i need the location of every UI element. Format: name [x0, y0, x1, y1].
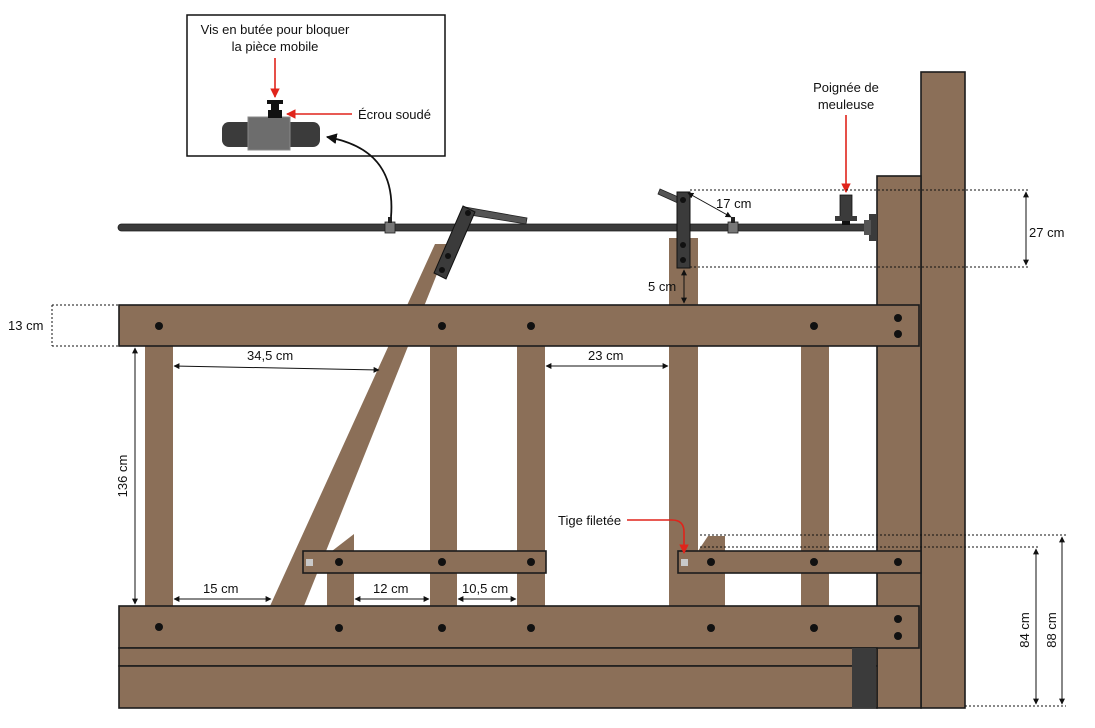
dim-34-5-label: 34,5 cm — [247, 348, 293, 363]
base-plate — [852, 648, 876, 708]
dim-10-5-label: 10,5 cm — [462, 581, 508, 596]
bolt — [155, 623, 163, 631]
inset-pointer-arrow — [325, 133, 393, 218]
right-link-plate — [676, 191, 691, 269]
inset-screw — [271, 103, 279, 111]
link-pin — [445, 253, 451, 259]
dim-34-5-line — [173, 363, 380, 373]
slide-rod — [117, 223, 874, 232]
top-beam — [118, 304, 920, 347]
block-left-top — [332, 534, 354, 551]
bolt — [707, 558, 715, 566]
bolt — [335, 558, 343, 566]
threaded-rod-arrow — [627, 519, 689, 554]
leg-1 — [145, 346, 173, 606]
block-left — [327, 573, 354, 606]
bench-frame — [118, 71, 966, 709]
link-pin — [680, 242, 686, 248]
grinder-handle — [839, 194, 853, 218]
inset-caption-line1: Vis en butée pour bloquer — [201, 22, 350, 37]
bolt — [527, 624, 535, 632]
base-beam-2 — [118, 665, 878, 709]
bolt — [527, 558, 535, 566]
inset-caption-line2: la pièce mobile — [232, 39, 319, 54]
dim-17-line — [687, 192, 732, 218]
dimension-lines — [51, 189, 1066, 707]
rod-end-right — [681, 559, 688, 566]
bolt — [527, 322, 535, 330]
left-link-plate — [433, 205, 476, 280]
dim-12-label: 12 cm — [373, 581, 408, 596]
rod-end-cap — [864, 220, 871, 235]
grinder-handle-label-line1: Poignée de — [813, 80, 879, 95]
dim-27-label: 27 cm — [1029, 225, 1064, 240]
grinder-handle-base — [835, 216, 857, 221]
block-right-top — [698, 536, 725, 551]
dim-136-label: 136 cm — [115, 455, 130, 498]
grinder-handle-label-line2: meuleuse — [818, 97, 874, 112]
rod-clamp-screw — [388, 217, 392, 223]
bolt — [810, 624, 818, 632]
inset-collar — [247, 116, 291, 151]
block-right — [698, 573, 725, 606]
dim-5-label: 5 cm — [648, 279, 676, 294]
link-pin — [680, 257, 686, 263]
rod-clamp-left — [384, 221, 396, 234]
threaded-rod-label: Tige filetée — [558, 513, 621, 528]
dim-15-label: 15 cm — [203, 581, 238, 596]
rod-end-left — [306, 559, 313, 566]
dim-17-label: 17 cm — [716, 196, 751, 211]
back-post-tall — [920, 71, 966, 709]
rod-clamp-right-screw — [731, 217, 735, 223]
bolt — [438, 322, 446, 330]
inset-nut-label: Écrou soudé — [358, 107, 431, 122]
bolt — [335, 624, 343, 632]
dim-88-label: 88 cm — [1044, 612, 1059, 647]
rod-clamp-right — [727, 221, 739, 234]
inset-detail: Vis en butée pour bloquer la pièce mobil… — [186, 14, 446, 157]
dim-23-label: 23 cm — [588, 348, 623, 363]
bolt — [155, 322, 163, 330]
bolt — [438, 558, 446, 566]
bolt — [707, 624, 715, 632]
middle-bar-right — [677, 550, 922, 574]
base-beam-1 — [118, 647, 878, 667]
bolt — [894, 558, 902, 566]
inset-screw-head — [267, 100, 283, 104]
inset-nut — [268, 110, 282, 118]
link-pin — [680, 197, 686, 203]
dim-13-label: 13 cm — [8, 318, 43, 333]
bolt — [894, 615, 902, 623]
dim-84-label: 84 cm — [1017, 612, 1032, 647]
bolt — [810, 558, 818, 566]
bolt — [810, 322, 818, 330]
bottom-beam — [118, 605, 920, 649]
rod-end-plate — [869, 214, 877, 241]
slide-rod-assembly — [117, 188, 877, 280]
link-pin — [465, 210, 471, 216]
middle-bar-left — [302, 550, 547, 574]
bolt-holes — [155, 314, 902, 640]
grinder-handle-nut — [842, 221, 850, 225]
bolt — [894, 632, 902, 640]
bolt — [438, 624, 446, 632]
bolt — [894, 330, 902, 338]
link-pin — [439, 267, 445, 273]
bolt — [894, 314, 902, 322]
